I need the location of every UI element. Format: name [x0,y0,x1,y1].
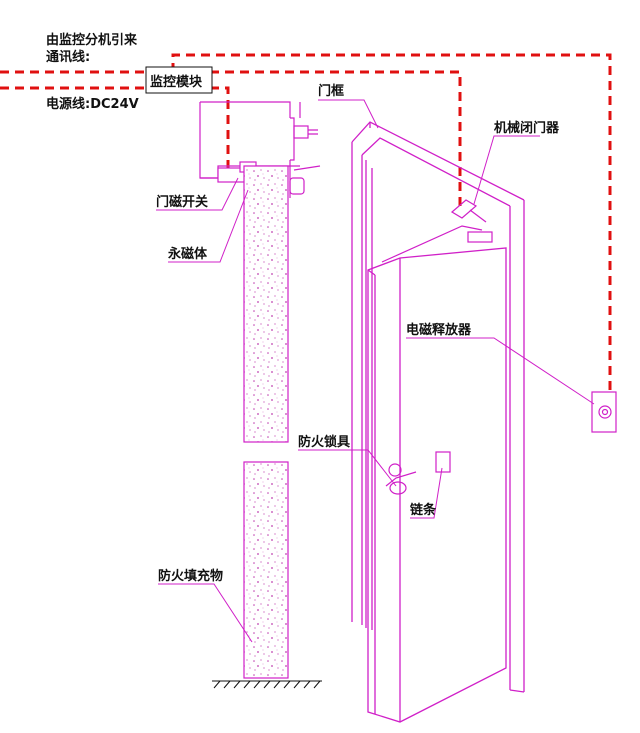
wall-column [243,165,289,679]
door-frame-label: 门框 [318,83,344,99]
wire-to-em-release [171,53,612,390]
door-switch-label: 门磁开关 [156,194,208,210]
wire-to-door-switch [210,86,230,172]
em-release-label: 电磁释放器 [406,322,472,338]
mech-closer-label: 机械闭门器 [494,120,560,136]
fire-lock-label: 防火锁具 [298,434,350,450]
em-release [591,391,617,433]
monitor-module-label: 监控模块 [150,74,203,90]
power-line-label: 电源线:DC24V [46,96,139,112]
source-line-label: 由监控分机引来 [46,32,138,48]
fire-lock [385,463,417,495]
door-head-bracket [199,101,321,198]
monitor-module: 监控模块 [145,66,213,94]
door-closer [381,199,493,263]
door-leaf [367,247,507,723]
door-frame [351,121,525,693]
ground-hatch [212,680,322,689]
wire-to-closer [210,70,462,212]
chain-plate [435,451,451,473]
fire-fill-upper [243,165,289,443]
wiring [0,53,612,390]
leader-lines [156,99,595,643]
fire-fill-lower [243,461,289,679]
chain-label: 链条 [409,502,437,518]
fire-fill-label: 防火填充物 [158,568,223,584]
permanent-magnet-label: 永磁体 [167,246,208,262]
comm-line-label: 通讯线: [46,49,90,65]
